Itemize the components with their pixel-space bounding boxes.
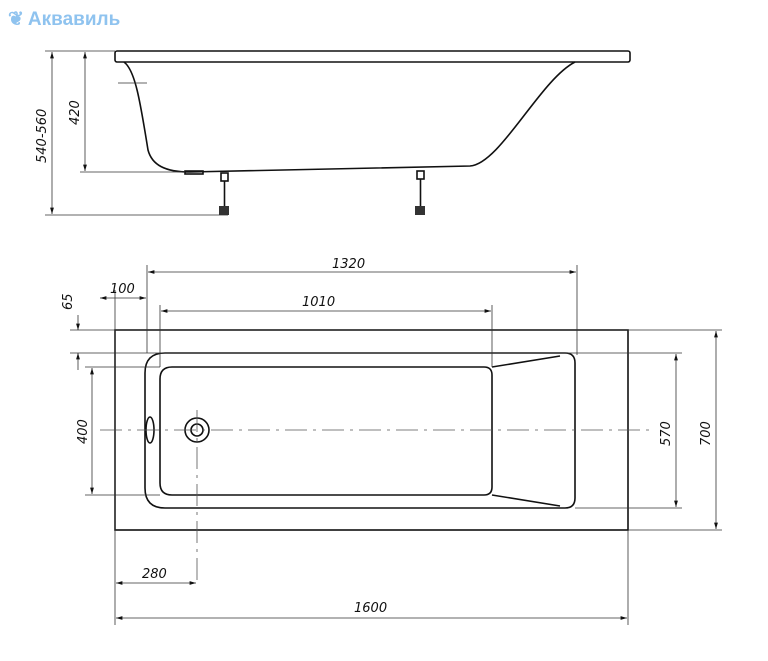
dim-depth: 420 (68, 100, 83, 125)
brand-logo: ❦ Аквавиль (8, 8, 120, 31)
leg-left (219, 172, 229, 215)
dim-100: 100 (110, 282, 135, 297)
dim-570: 570 (659, 421, 674, 446)
dim-height-total: 540-560 (35, 109, 50, 163)
dim-280: 280 (142, 567, 167, 582)
dim-65: 65 (61, 293, 76, 310)
top-view: 1320 1010 100 65 400 570 700 280 1600 (61, 257, 722, 625)
dim-1320: 1320 (332, 257, 365, 272)
dim-700: 700 (699, 421, 714, 446)
dim-1600: 1600 (354, 601, 387, 616)
logo-text: Аквавиль (27, 8, 121, 30)
dim-1010: 1010 (302, 295, 335, 310)
leg-right (415, 170, 425, 215)
side-view: 540-560 420 (35, 50, 631, 216)
bird-icon: ❦ (8, 9, 24, 30)
dim-400: 400 (76, 419, 91, 444)
